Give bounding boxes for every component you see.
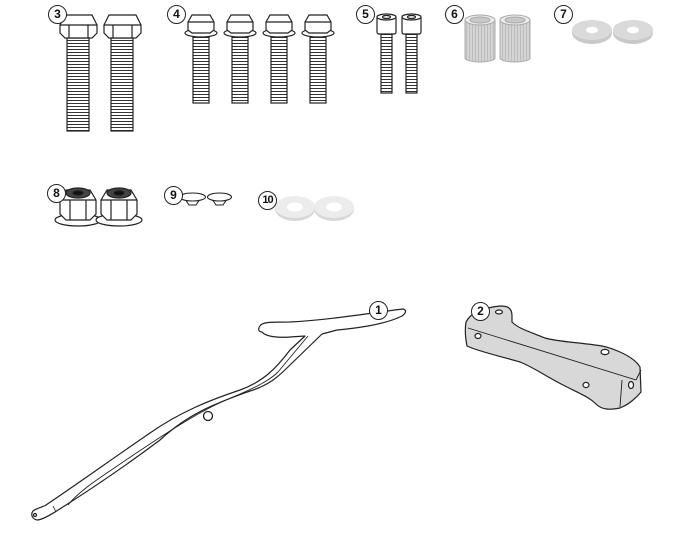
washer-icon [572, 20, 612, 44]
cap-plug-icon [206, 192, 233, 206]
spacer-sleeve-icon [499, 14, 531, 63]
part-2-mounting-bracket [464, 305, 642, 410]
callout-part-6: 6 [445, 5, 464, 24]
spacer-sleeve-icon [464, 14, 496, 63]
flange-bolt-icon [184, 14, 218, 104]
part-5-socket-screws [376, 13, 422, 94]
part-8-lock-nuts [54, 187, 143, 227]
callout-part-4: 4 [167, 5, 186, 24]
socket-screw-icon [376, 13, 397, 94]
socket-screw-icon [401, 13, 422, 94]
lock-nut-icon [95, 187, 143, 227]
washer-icon [613, 20, 653, 44]
part-3-hex-bolts [59, 14, 142, 132]
callout-part-8: 8 [47, 184, 66, 203]
cap-plug-icon [178, 192, 207, 206]
part-4-flange-bolts [184, 14, 335, 104]
part-1-support-bar [31, 308, 407, 521]
callout-part-10: 10 [258, 191, 277, 210]
flange-bolt-icon [262, 14, 296, 104]
part-10-flat-washers [275, 196, 354, 221]
hex-bolt-icon [103, 14, 142, 132]
part-9-cap-plugs [178, 192, 233, 206]
callout-part-5: 5 [356, 5, 375, 24]
part-6-spacers [464, 14, 531, 63]
callout-part-7: 7 [554, 5, 573, 24]
callout-part-1: 1 [369, 301, 388, 320]
flange-bolt-icon [301, 14, 335, 104]
callout-part-2: 2 [471, 302, 490, 321]
flat-washer-icon [314, 196, 354, 221]
callout-part-9: 9 [164, 186, 183, 205]
callout-part-3: 3 [48, 5, 67, 24]
hex-bolt-icon [59, 14, 98, 132]
part-7-washers [572, 20, 653, 44]
flange-bolt-icon [223, 14, 257, 104]
flat-washer-icon [275, 196, 315, 221]
